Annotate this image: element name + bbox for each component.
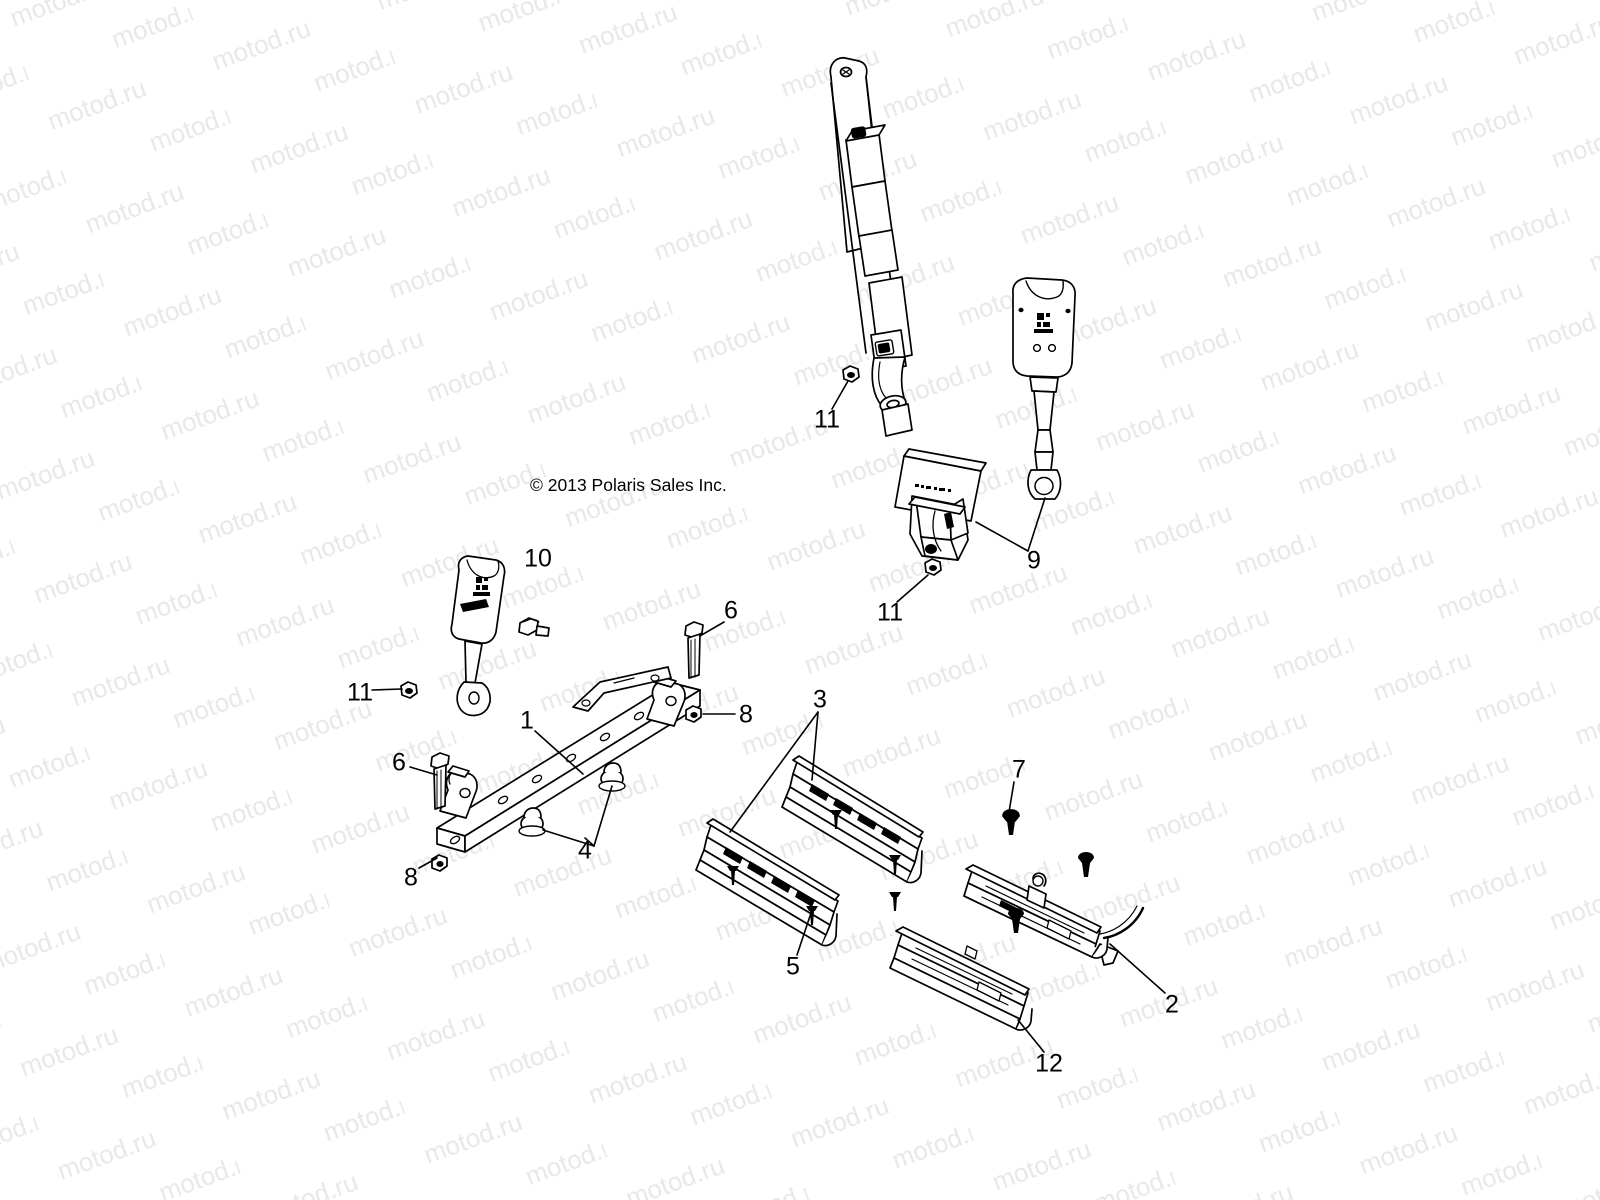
callout-7: 7 [1012, 755, 1026, 784]
callout-2: 2 [1165, 990, 1179, 1019]
callout-11-upper: 11 [814, 405, 840, 434]
callout-11-mid: 11 [877, 598, 903, 627]
callout-8-lower: 8 [404, 863, 418, 892]
callout-6-upper: 6 [724, 596, 738, 625]
callout-12: 12 [1035, 1049, 1063, 1078]
callout-3: 3 [813, 685, 827, 714]
callout-6-lower: 6 [392, 748, 406, 777]
callout-5: 5 [786, 952, 800, 981]
callout-1: 1 [520, 706, 534, 735]
callout-8-upper: 8 [739, 700, 753, 729]
copyright-notice: © 2013 Polaris Sales Inc. [530, 475, 727, 495]
callout-9: 9 [1027, 546, 1041, 575]
callout-4: 4 [578, 836, 592, 865]
callout-11-left: 11 [347, 678, 373, 707]
callout-10: 10 [524, 544, 552, 573]
